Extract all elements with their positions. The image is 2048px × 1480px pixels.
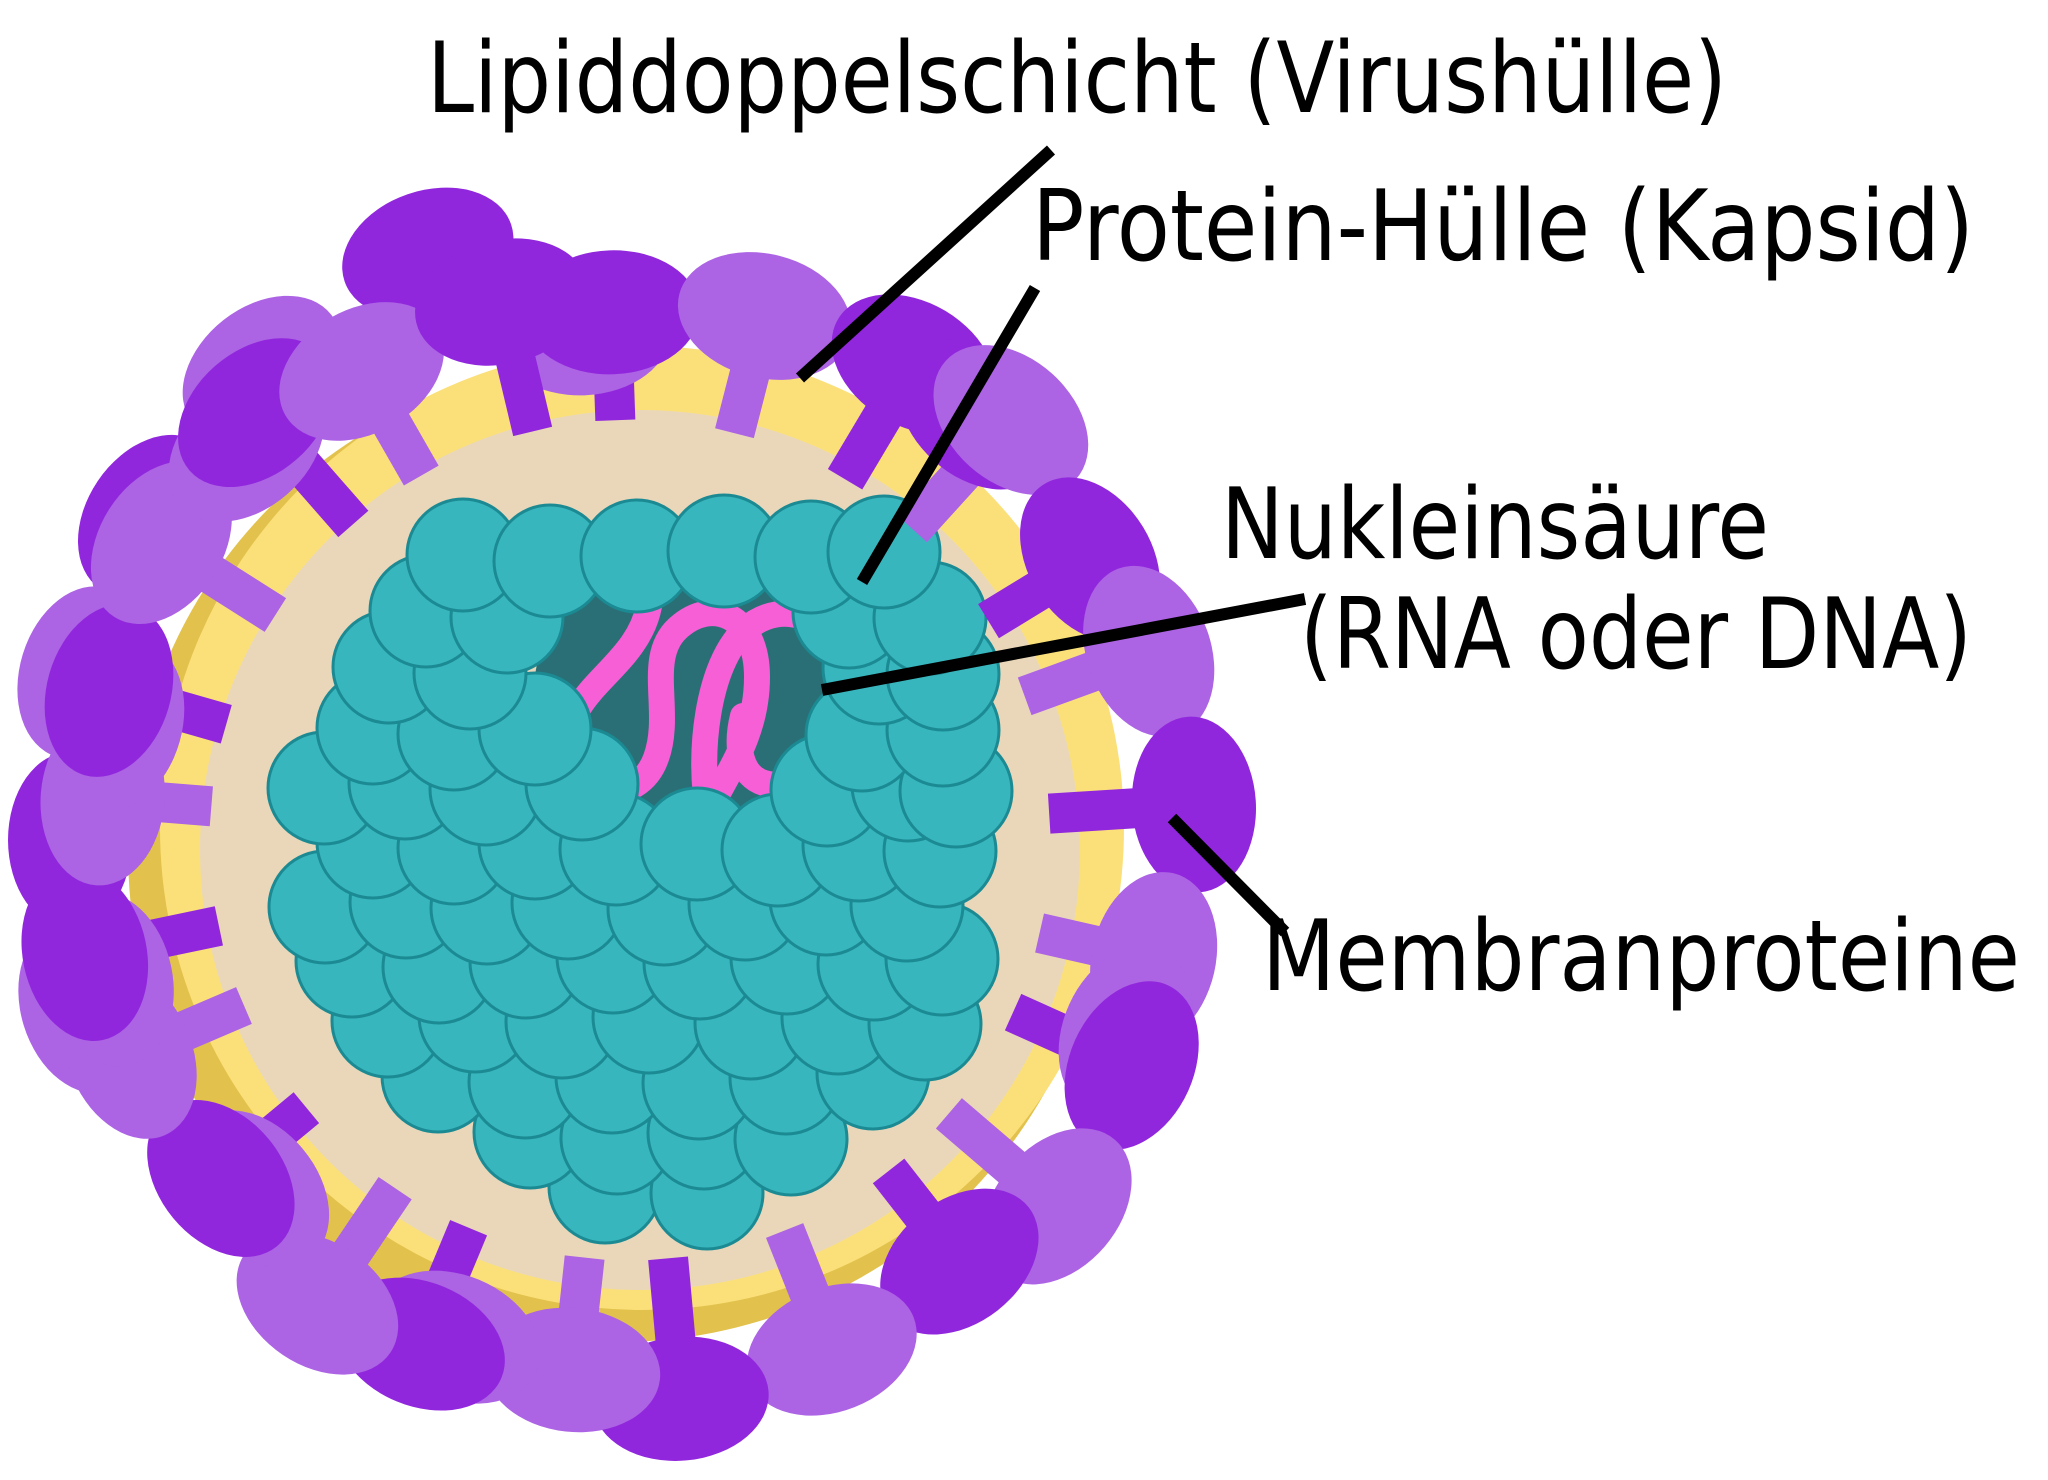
membrane-protein-spike (872, 1158, 1039, 1335)
spike-cap (933, 345, 1089, 495)
spike-cap (746, 1283, 917, 1416)
label-capsid: Protein-Hülle (Kapsid) (1032, 170, 1974, 284)
spike-cap (147, 1099, 295, 1257)
membrane-protein-spike (677, 252, 852, 439)
membrane-protein-spike (147, 1092, 330, 1268)
leader-line-capsid (856, 284, 1041, 586)
leader-line-nucleic-acid (820, 593, 1307, 696)
spike-cap (1131, 716, 1257, 893)
spike-cap (21, 866, 149, 1041)
membrane-protein-spike (279, 302, 444, 486)
label-lipid-envelope: Lipiddoppelschicht (Virushülle) (427, 22, 1727, 136)
label-membrane-proteins: Membranproteine (1262, 900, 2020, 1014)
membrane-protein-spike (1004, 945, 1199, 1150)
leader-line-lipid-envelope (795, 145, 1056, 383)
membrane-protein-spike (21, 866, 223, 1067)
spike-cap (279, 302, 444, 441)
label-nucleic-acid-line1: Nukleinsäure (1221, 468, 1769, 582)
membrane-protein-spike (746, 1223, 917, 1416)
membrane-protein-spike (1017, 565, 1215, 737)
membrane-protein-spike (236, 1177, 412, 1375)
spike-cap (44, 604, 174, 777)
membrane-protein-spike (335, 1220, 541, 1411)
label-nucleic-acid-line2: (RNA oder DNA) (1300, 578, 1972, 692)
leader-line-membrane-protein (1167, 813, 1290, 937)
spike-cap (236, 1232, 399, 1375)
spike-cap (880, 1188, 1039, 1335)
spike-cap (415, 238, 589, 366)
spike-cap (677, 252, 852, 380)
spike-cap (1083, 565, 1215, 737)
membrane-protein-spike (1047, 716, 1257, 893)
spike-cap (1064, 981, 1199, 1150)
membrane-protein-spike (415, 238, 589, 437)
virus-particle (8, 187, 1257, 1461)
membrane-protein-spike (44, 604, 232, 812)
